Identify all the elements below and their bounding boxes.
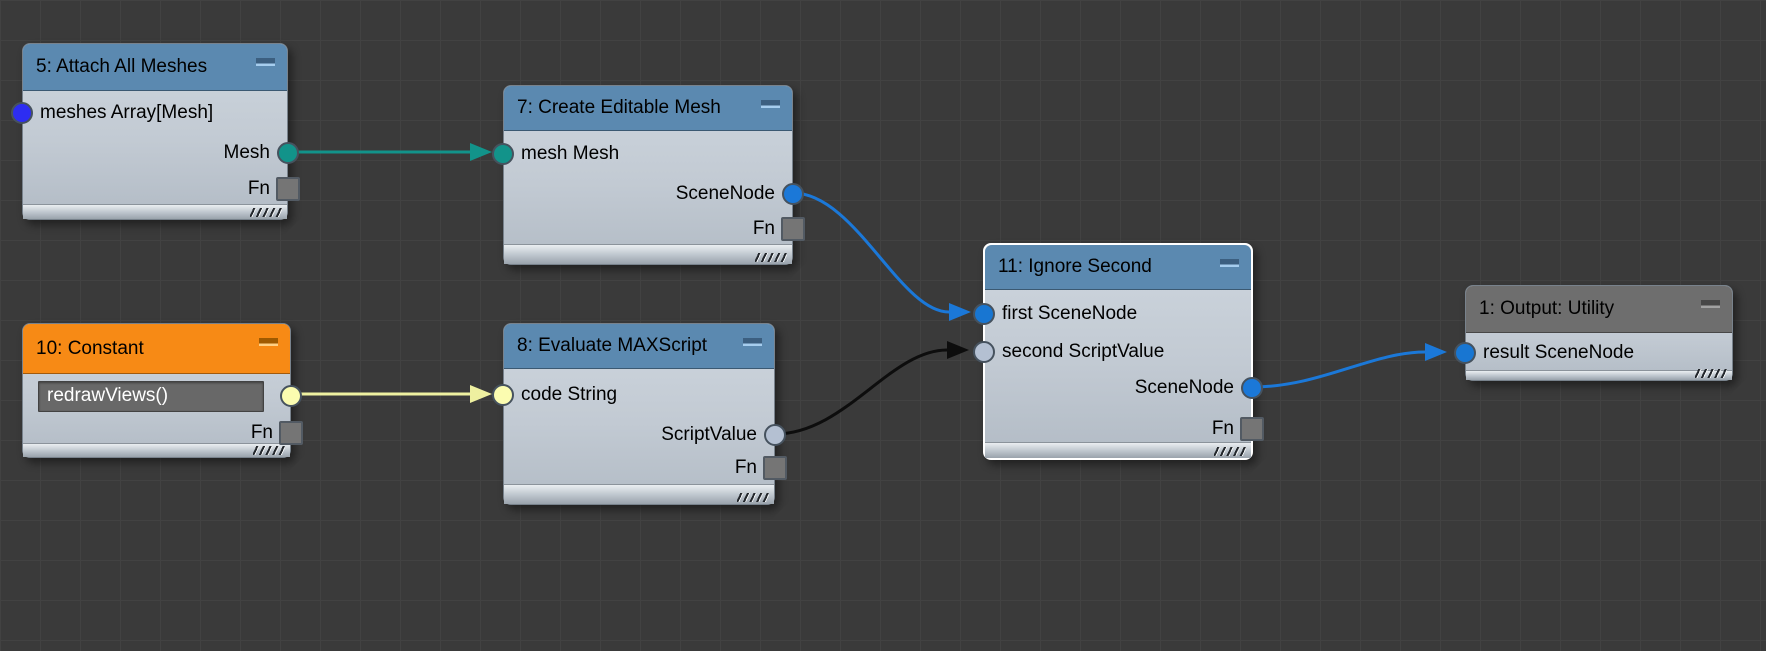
node-title: 11: Ignore Second	[998, 256, 1152, 277]
output-port-scriptvalue[interactable]	[764, 424, 786, 446]
node-footer	[23, 443, 290, 457]
port-label: SceneNode	[1134, 377, 1234, 398]
node-footer	[23, 204, 287, 219]
wire-mesh-5-to-7[interactable]	[289, 143, 492, 161]
output-port-scenenode[interactable]	[782, 183, 804, 205]
resize-grip-icon[interactable]	[737, 493, 769, 502]
fn-row: Fn	[23, 418, 290, 447]
input-port-first[interactable]	[973, 303, 995, 325]
input-port-mesh[interactable]	[492, 143, 514, 165]
node-header[interactable]: 8: Evaluate MAXScript	[504, 324, 774, 369]
wire-scriptvalue-8-to-11[interactable]	[774, 341, 969, 436]
node-footer	[985, 442, 1251, 458]
wire-arrowhead-icon	[947, 341, 969, 359]
node-create-editable-mesh[interactable]: 7: Create Editable Mesh mesh Mesh SceneN…	[503, 85, 793, 265]
input-row: second ScriptValue	[985, 338, 1251, 365]
output-row: ScriptValue	[504, 421, 774, 449]
node-header[interactable]: 5: Attach All Meshes	[23, 44, 287, 91]
port-label: second ScriptValue	[1002, 340, 1165, 362]
node-constant[interactable]: 10: Constant Fn	[22, 323, 291, 458]
node-title: 1: Output: Utility	[1479, 298, 1615, 319]
node-header[interactable]: 7: Create Editable Mesh	[504, 86, 792, 131]
fn-label: Fn	[752, 218, 775, 239]
wire-scenenode-11-to-1[interactable]	[1252, 343, 1447, 389]
resize-grip-icon[interactable]	[250, 208, 282, 217]
fn-label: Fn	[247, 178, 270, 199]
node-header[interactable]: 1: Output: Utility	[1466, 286, 1732, 333]
port-label: result SceneNode	[1483, 342, 1635, 363]
resize-grip-icon[interactable]	[755, 253, 787, 262]
constant-value-input[interactable]	[38, 381, 264, 412]
node-title: 8: Evaluate MAXScript	[517, 335, 708, 356]
fn-label: Fn	[250, 421, 273, 443]
wire-arrowhead-icon	[949, 303, 971, 321]
node-footer	[504, 484, 774, 504]
input-port-result[interactable]	[1454, 342, 1476, 364]
input-row: mesh Mesh	[504, 131, 792, 177]
wire-arrowhead-icon	[470, 143, 492, 161]
input-row: result SceneNode	[1466, 333, 1732, 373]
input-row: first SceneNode	[985, 290, 1251, 338]
resize-grip-icon[interactable]	[1695, 369, 1727, 378]
wire-arrowhead-icon	[1425, 343, 1447, 361]
wire-path[interactable]	[1252, 350, 1426, 389]
port-label: meshes Array[Mesh]	[40, 102, 214, 123]
node-output-utility[interactable]: 1: Output: Utility result SceneNode	[1465, 285, 1733, 381]
minimize-icon[interactable]	[1701, 300, 1720, 308]
minimize-icon[interactable]	[259, 338, 278, 346]
node-header[interactable]: 10: Constant	[23, 324, 290, 374]
fn-port[interactable]	[781, 217, 805, 241]
node-attach-all-meshes[interactable]: 5: Attach All Meshes meshes Array[Mesh] …	[22, 43, 288, 220]
port-label: Mesh	[223, 142, 270, 163]
port-label: ScriptValue	[661, 424, 757, 445]
fn-port[interactable]	[1240, 417, 1264, 441]
node-evaluate-maxscript[interactable]: 8: Evaluate MAXScript code String Script…	[503, 323, 775, 505]
node-header[interactable]: 11: Ignore Second	[985, 245, 1251, 290]
output-port-mesh[interactable]	[277, 142, 299, 164]
input-port-code[interactable]	[492, 384, 514, 406]
fn-row: Fn	[504, 211, 792, 247]
port-label: mesh Mesh	[521, 143, 620, 164]
output-port-value[interactable]	[280, 385, 302, 407]
node-title: 7: Create Editable Mesh	[517, 97, 721, 118]
resize-grip-icon[interactable]	[253, 446, 285, 455]
port-label: first SceneNode	[1002, 303, 1138, 324]
fn-label: Fn	[1211, 417, 1234, 439]
fn-label: Fn	[734, 457, 757, 478]
minimize-icon[interactable]	[743, 338, 762, 346]
output-port-scenenode[interactable]	[1241, 377, 1263, 399]
fn-port[interactable]	[279, 421, 303, 445]
node-footer	[504, 244, 792, 264]
port-label: code String	[521, 384, 618, 405]
wire-arrowhead-icon	[470, 385, 492, 403]
minimize-icon[interactable]	[256, 58, 275, 66]
output-row: SceneNode	[504, 177, 792, 211]
wire-string-10-to-8[interactable]	[291, 385, 492, 403]
fn-row: Fn	[504, 449, 774, 487]
value-row	[23, 374, 290, 418]
node-footer	[1466, 370, 1732, 380]
wire-path[interactable]	[792, 191, 950, 314]
input-row: meshes Array[Mesh]	[23, 91, 287, 135]
output-row: Mesh	[23, 135, 287, 171]
node-title: 5: Attach All Meshes	[36, 56, 208, 77]
input-row: code String	[504, 369, 774, 421]
fn-port[interactable]	[763, 456, 787, 480]
input-port-meshes[interactable]	[11, 102, 33, 124]
minimize-icon[interactable]	[761, 100, 780, 108]
wire-path[interactable]	[774, 348, 948, 436]
resize-grip-icon[interactable]	[1214, 447, 1246, 456]
fn-port[interactable]	[276, 177, 300, 201]
fn-row: Fn	[985, 411, 1251, 446]
node-title: 10: Constant	[36, 337, 144, 359]
wire-scenenode-7-to-11[interactable]	[792, 191, 971, 321]
fn-row: Fn	[23, 171, 287, 207]
input-port-second[interactable]	[973, 341, 995, 363]
port-label: SceneNode	[675, 183, 775, 204]
node-ignore-second[interactable]: 11: Ignore Second first SceneNode second…	[983, 243, 1253, 460]
minimize-icon[interactable]	[1220, 259, 1239, 267]
output-row: SceneNode	[985, 365, 1251, 411]
